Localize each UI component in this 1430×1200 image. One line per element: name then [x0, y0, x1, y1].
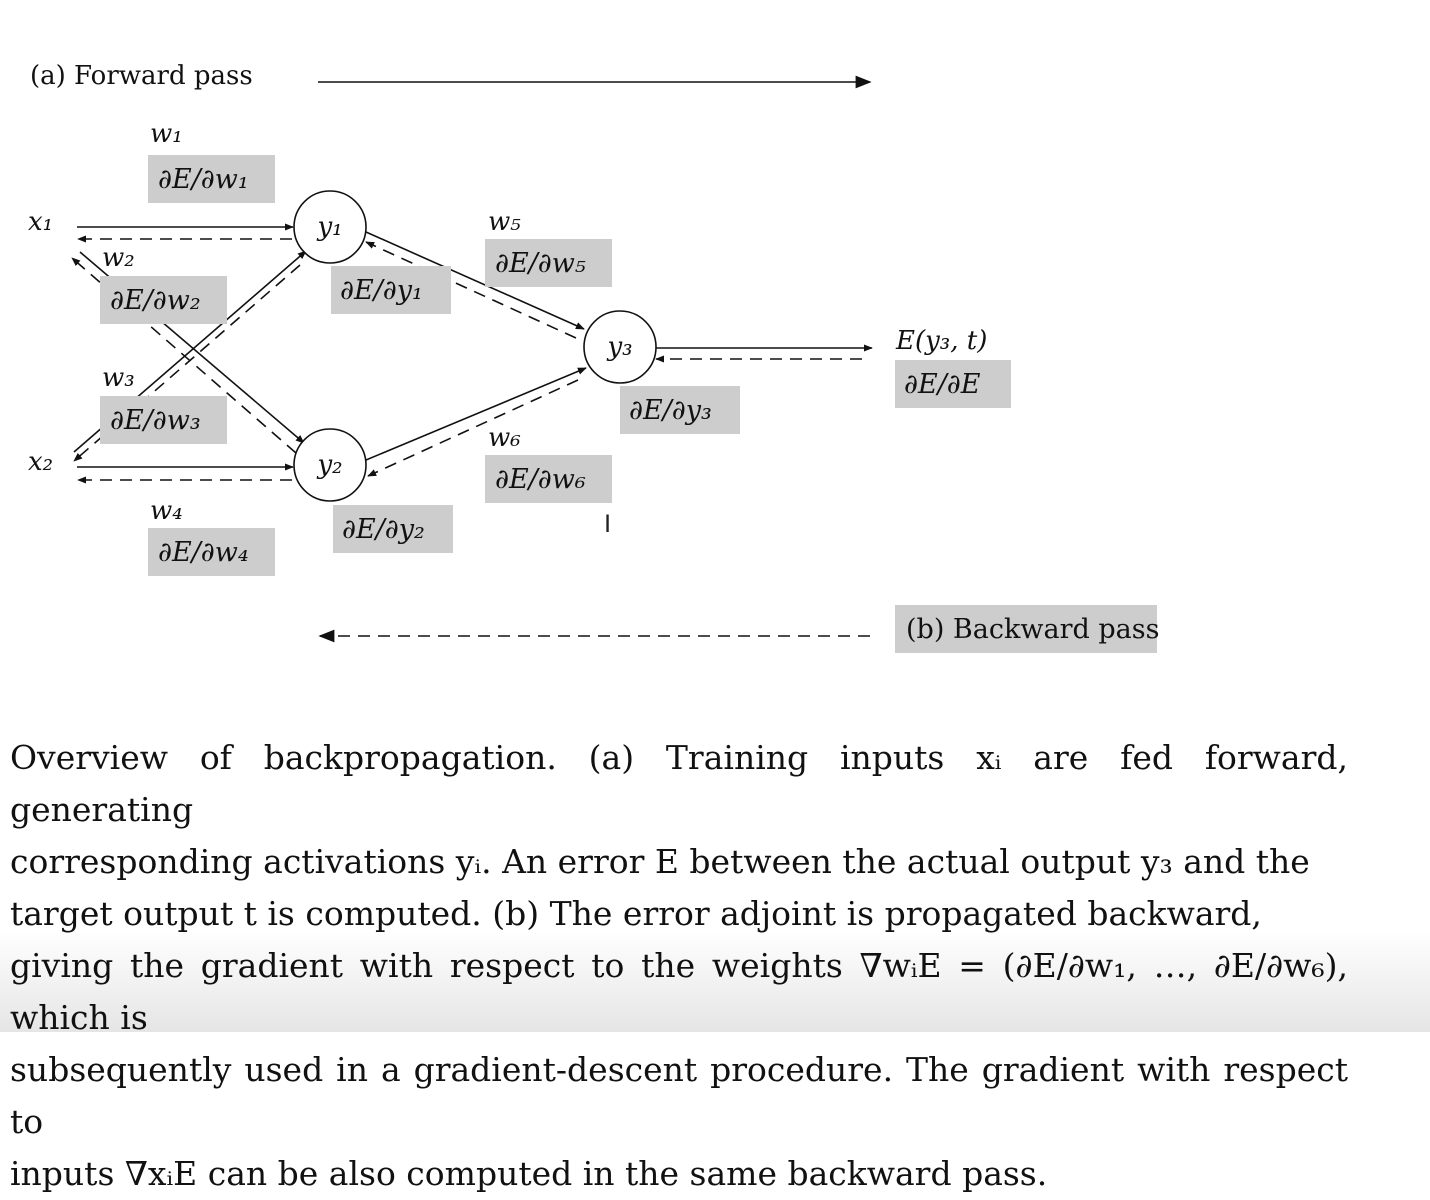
weight-w2: w₂ — [102, 243, 135, 273]
caption-line: target output t is computed. (b) The err… — [10, 894, 1262, 933]
caption-line: giving the gradient with respect to the … — [10, 946, 1348, 1037]
node-y3-label: y₃ — [606, 332, 632, 362]
grad-y3: ∂E/∂y₃ — [629, 395, 712, 426]
node-y2 — [293, 428, 367, 502]
grad-y2-box — [333, 505, 453, 553]
caption-line: corresponding activations yᵢ. An error E… — [10, 842, 1310, 881]
grad-output-box — [895, 360, 1011, 408]
weight-w6: w₆ — [488, 423, 521, 453]
node-y1-label: y₁ — [316, 212, 342, 242]
grad-w3-box — [100, 396, 227, 444]
input-x2: x₂ — [28, 447, 53, 477]
edge-w5-forward — [365, 231, 585, 330]
grad-w5: ∂E/∂w₅ — [495, 248, 586, 279]
backprop-diagram: (a) Forward pass (b) Backward pass x₁ x₂… — [28, 61, 1159, 653]
backward-pass-label: (b) Backward pass — [906, 614, 1159, 645]
grad-y1: ∂E/∂y₁ — [340, 275, 423, 306]
grad-y2: ∂E/∂y₂ — [342, 514, 425, 545]
grad-w2: ∂E/∂w₂ — [110, 285, 201, 316]
grad-w1-box — [148, 155, 275, 203]
grad-w6: ∂E/∂w₆ — [495, 464, 586, 495]
output-error-label: E(y₃, t) — [895, 326, 987, 356]
caption-line: Overview of backpropagation. (a) Trainin… — [10, 738, 1348, 829]
grad-output: ∂E/∂E — [904, 369, 981, 400]
caption-line: inputs ∇xᵢE can be also computed in the … — [10, 1154, 1048, 1193]
grad-y1-box — [331, 266, 451, 314]
grad-w1: ∂E/∂w₁ — [158, 164, 249, 195]
weight-w1: w₁ — [150, 119, 183, 149]
text-cursor-icon: I — [604, 510, 612, 538]
grad-w3: ∂E/∂w₃ — [110, 405, 201, 436]
grad-w5-box — [485, 239, 612, 287]
weight-w3: w₃ — [102, 363, 135, 393]
forward-pass-label: (a) Forward pass — [30, 61, 253, 91]
grad-w2-box — [100, 276, 227, 324]
edge-w6-forward — [365, 367, 587, 461]
weight-w5: w₅ — [488, 207, 521, 237]
node-y3 — [583, 310, 657, 384]
grad-y3-box — [620, 386, 740, 434]
grad-w4: ∂E/∂w₄ — [158, 537, 249, 568]
caption-line: subsequently used in a gradient-descent … — [10, 1050, 1348, 1141]
grad-w4-box — [148, 528, 275, 576]
weight-w4: w₄ — [150, 496, 183, 526]
input-x1: x₁ — [28, 207, 53, 237]
backward-pass-box — [895, 605, 1157, 653]
node-y1 — [293, 190, 367, 264]
figure-caption: Overview of backpropagation. (a) Trainin… — [10, 732, 1348, 1200]
node-y2-label: y₂ — [316, 450, 342, 480]
grad-w6-box — [485, 455, 612, 503]
